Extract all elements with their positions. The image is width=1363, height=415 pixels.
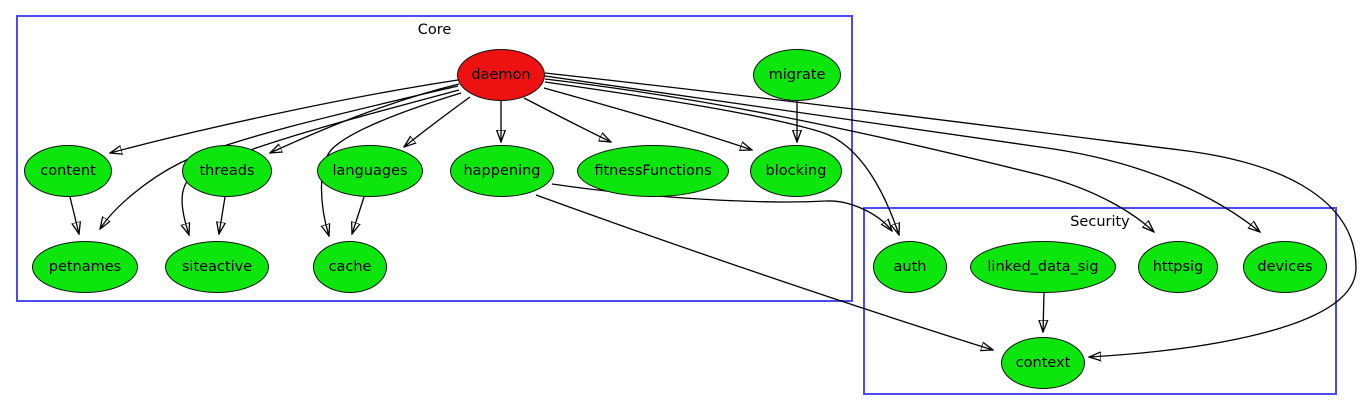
node-blocking: blocking: [750, 145, 842, 197]
node-context: context: [1001, 337, 1085, 389]
node-languages-label: languages: [332, 163, 408, 179]
edge-daemon-content: [110, 79, 459, 153]
node-happening: happening: [450, 145, 554, 197]
node-migrate: migrate: [753, 49, 841, 101]
edge-threads-siteactive: [219, 196, 225, 234]
node-devices-label: devices: [1257, 259, 1313, 275]
node-httpsig-label: httpsig: [1152, 259, 1204, 275]
node-daemon-label: daemon: [471, 67, 531, 83]
node-fitnessFunctions-label: fitnessFunctions: [594, 163, 712, 179]
node-daemon: daemon: [457, 49, 545, 101]
node-context-label: context: [1015, 355, 1071, 371]
cluster-core-label: Core: [417, 22, 452, 38]
node-migrate-label: migrate: [768, 67, 826, 83]
node-threads-label: threads: [199, 163, 255, 179]
node-auth: auth: [873, 241, 947, 293]
edge-content-petnames: [69, 196, 79, 234]
edge-daemon-blocking: [543, 87, 752, 150]
node-cache: cache: [313, 241, 387, 293]
edge-languages-cache: [352, 196, 365, 234]
cluster-security-label: Security: [1070, 214, 1130, 230]
node-content: content: [24, 145, 112, 197]
node-petnames-label: petnames: [48, 259, 122, 275]
edge-linked_data_sig-context: [1043, 292, 1044, 332]
edge-daemon-context: [544, 72, 1357, 357]
edge-happening-auth: [551, 183, 892, 231]
cluster-core: Core: [16, 15, 853, 302]
node-linked_data_sig-label: linked_data_sig: [987, 259, 1099, 275]
edge-happening-context: [535, 194, 993, 350]
node-auth-label: auth: [893, 259, 927, 275]
node-languages: languages: [317, 145, 423, 197]
node-petnames: petnames: [32, 241, 138, 293]
edge-daemon-languages: [404, 96, 471, 147]
node-linked_data_sig: linked_data_sig: [970, 241, 1116, 293]
node-httpsig: httpsig: [1138, 241, 1218, 293]
edge-daemon-auth: [544, 81, 899, 235]
node-siteactive-label: siteactive: [181, 259, 253, 275]
node-happening-label: happening: [463, 163, 541, 179]
node-devices: devices: [1243, 241, 1327, 293]
node-siteactive: siteactive: [165, 241, 269, 293]
cluster-security: Security: [863, 207, 1337, 395]
edge-daemon-threads: [270, 83, 460, 153]
edge-daemon-cache: [321, 92, 462, 236]
node-cache-label: cache: [328, 259, 372, 275]
edge-daemon-fitnessFunctions: [523, 97, 611, 142]
edge-daemon-httpsig: [544, 78, 1154, 232]
node-fitnessFunctions: fitnessFunctions: [577, 145, 729, 197]
node-content-label: content: [40, 163, 96, 179]
edge-daemon-devices: [544, 75, 1260, 232]
node-threads: threads: [182, 145, 272, 197]
node-blocking-label: blocking: [765, 163, 827, 179]
